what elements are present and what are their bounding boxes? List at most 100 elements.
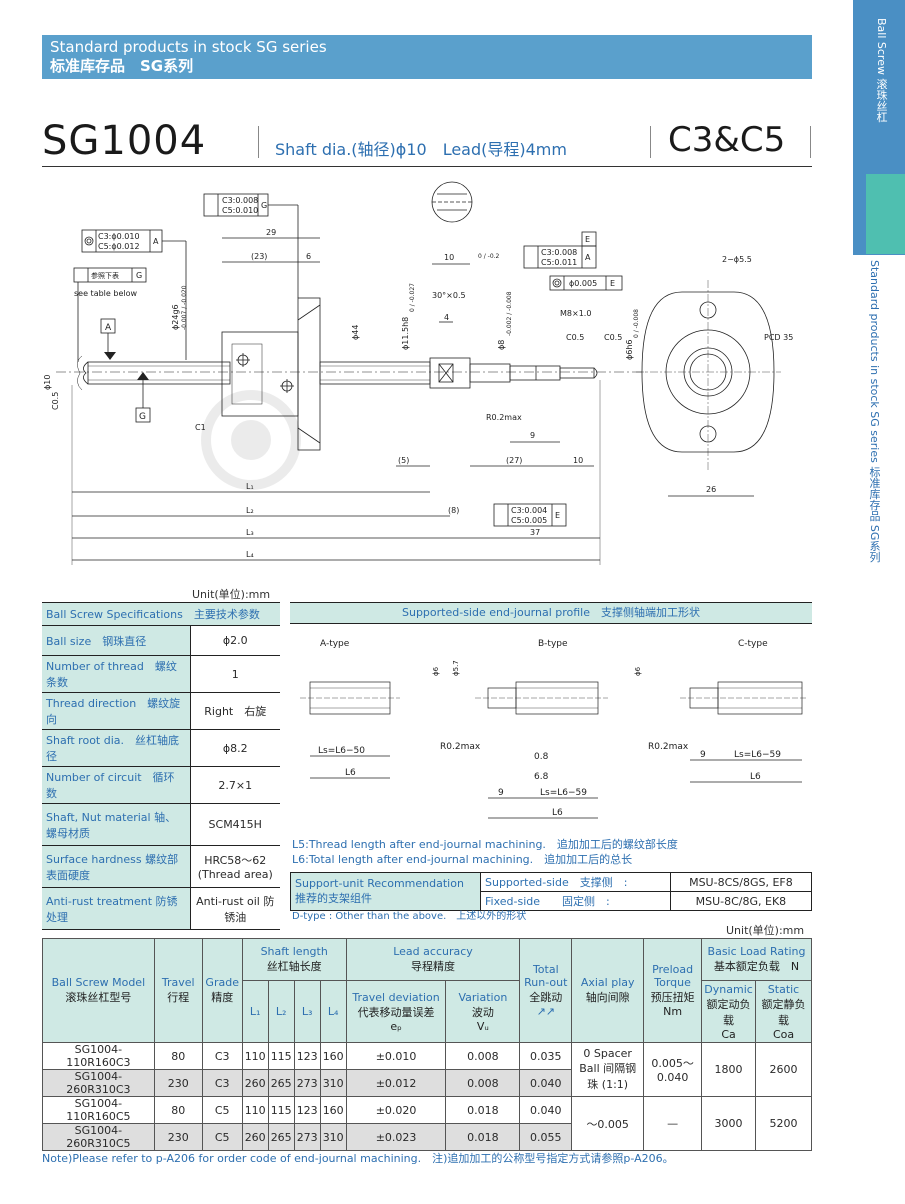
cell-axial-c5: 〜0.005: [571, 1096, 645, 1151]
cell-runout: 0.035: [519, 1042, 573, 1070]
cell-l1: 110: [241, 1096, 269, 1124]
cell-grade: C5: [201, 1123, 243, 1151]
model-title: SG1004: [42, 118, 207, 164]
cell-dyn-c5: 3000: [701, 1096, 757, 1151]
title-divider: [810, 126, 811, 158]
gdt2-datum: A: [153, 237, 159, 246]
dim-l1: L₁: [246, 482, 254, 491]
cell-l3: 273: [293, 1069, 321, 1097]
gdt6-c5: C5:0.005: [511, 516, 547, 525]
gdt4-datum: A: [585, 253, 591, 262]
dim-10b: 10: [573, 456, 583, 465]
dim-phi10: ϕ10: [43, 375, 52, 390]
spec-key: Shaft, Nut material 轴、螺母材质: [42, 803, 191, 846]
cell-l1: 260: [241, 1069, 269, 1097]
cell-stat-c5: 5200: [755, 1096, 812, 1151]
cell-l2: 265: [267, 1069, 295, 1097]
type-a-label: A-type: [320, 639, 350, 649]
cell-runout: 0.055: [519, 1123, 573, 1151]
cell-model: SG1004-110R160C3: [42, 1042, 155, 1070]
cell-grade: C3: [201, 1069, 243, 1097]
dim-5: (5): [398, 456, 409, 465]
dim-c05b: C0.5: [604, 333, 622, 342]
th-l4: L₄: [319, 980, 347, 1043]
cell-var: 0.008: [445, 1042, 521, 1070]
dim-c05c: C0.5: [51, 392, 60, 410]
gdt5-value: ϕ0.005: [569, 279, 597, 288]
table-row: SG1004-260R310C3 230 C3 260 265 273 310 …: [42, 1069, 812, 1097]
type-a-l6: L6: [345, 768, 356, 778]
dtype-note: D-type : Other than the above. 上述以外的形状: [292, 911, 527, 922]
title-underline: [42, 166, 812, 167]
dim-6: 6: [306, 252, 311, 261]
cell-preload-c5: —: [643, 1096, 703, 1151]
cell-l4: 160: [319, 1042, 347, 1070]
cell-var: 0.018: [445, 1096, 521, 1124]
footnote: Note)Please refer to p-A206 for order co…: [42, 1152, 674, 1165]
journal-note1: L5:Thread length after end-journal machi…: [292, 838, 678, 851]
dim-phi24-tol: -0.007 / -0.020: [181, 285, 188, 330]
gdt3-text: 参照下表: [91, 271, 119, 280]
unit-label: Unit(单位):mm: [192, 588, 271, 601]
dim-holes: 2−ϕ5.5: [722, 255, 752, 264]
spec-value: Anti-rust oil 防锈油: [190, 887, 280, 930]
dim-23: (23): [251, 252, 267, 261]
spec-value: 2.7×1: [190, 766, 280, 804]
datum-g: G: [139, 412, 146, 422]
journal-note2: L6:Total length after end-journal machin…: [292, 853, 633, 866]
support-title: Support-unit Recommendation 推荐的支架组件: [290, 872, 481, 911]
dim-10: 10: [444, 253, 454, 262]
cell-l3: 123: [293, 1042, 321, 1070]
type-a-ls: Ls=L6−50: [318, 746, 365, 756]
runout-icon: ↗↗: [536, 1005, 556, 1018]
spec-value: HRC58〜62 (Thread area): [190, 845, 280, 888]
gdt4-c5: C5:0.011: [541, 258, 577, 267]
cell-l4: 310: [319, 1069, 347, 1097]
dim-26: 26: [706, 485, 716, 494]
cell-model: SG1004-260R310C3: [42, 1069, 155, 1097]
type-c-ls: Ls=L6−59: [734, 750, 781, 760]
gdt2-c5: C5:ϕ0.012: [98, 242, 140, 251]
cell-travel: 80: [153, 1096, 203, 1124]
gdt4-datum-e: E: [585, 235, 590, 244]
journal-header: Supported-side end-journal profile 支撑侧轴端…: [290, 602, 812, 624]
spec-line: Shaft dia.(轴径)ϕ10 Lead(导程)4mm: [275, 140, 567, 159]
datum-a: A: [105, 323, 112, 333]
type-c-l6: L6: [750, 772, 761, 782]
gdt6-c3: C3:0.004: [511, 506, 547, 515]
gdt2-c3: C3:ϕ0.010: [98, 232, 140, 241]
cell-l1: 110: [241, 1042, 269, 1070]
cell-l2: 115: [267, 1042, 295, 1070]
dim-phi8-tol: -0.002 / -0.008: [506, 291, 513, 336]
cell-axial-c3: 0 Spacer Ball 间隔钢珠 (1:1): [571, 1042, 645, 1097]
cell-dyn-c3: 1800: [701, 1042, 757, 1097]
cell-l3: 273: [293, 1123, 321, 1151]
dim-phi6: ϕ6h6: [625, 339, 634, 360]
header-line2: 标准库存品 SG系列: [50, 57, 194, 75]
flange-end-view: [641, 291, 775, 453]
spec-value: Right 右旋: [190, 692, 280, 730]
support-table: Support-unit Recommendation 推荐的支架组件 Supp…: [290, 872, 813, 911]
dim-c1: C1: [195, 423, 206, 432]
shaft-left: [87, 361, 231, 385]
side-tab-accent: [866, 174, 905, 254]
spec-key: Thread direction 螺纹旋向: [42, 692, 191, 730]
spec-key: Shaft root dia. 丝杠轴底径: [42, 729, 191, 767]
gdt3-datum: G: [136, 271, 142, 280]
gdt1-datum: G: [261, 201, 267, 210]
type-b-phi6: ϕ6: [432, 666, 440, 676]
support-side: Supported-side 支撑侧 :: [480, 872, 671, 892]
grade-title: C3&C5: [668, 120, 786, 160]
cell-dev: ±0.010: [345, 1042, 447, 1070]
gdt1-c5: C5:0.010: [222, 206, 258, 215]
cell-runout: 0.040: [519, 1096, 573, 1124]
